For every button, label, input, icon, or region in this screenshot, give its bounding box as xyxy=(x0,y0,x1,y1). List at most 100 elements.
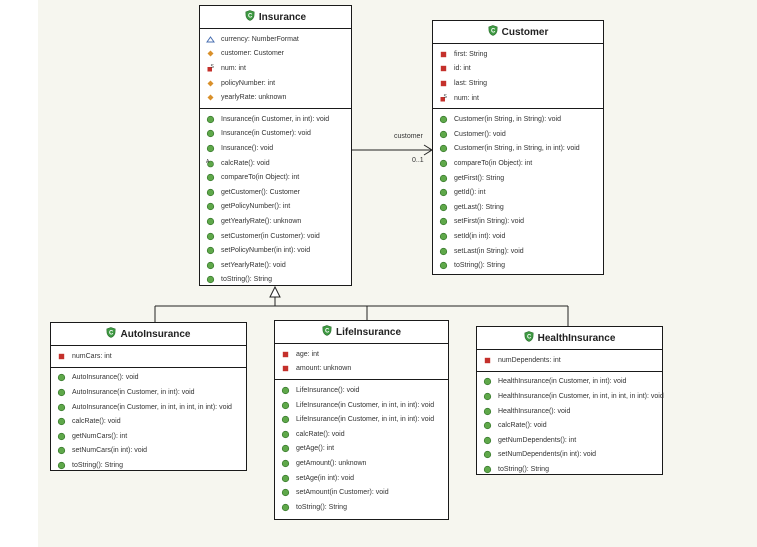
field-row[interactable]: age: int xyxy=(275,347,448,362)
method-row[interactable]: calcRate(): void xyxy=(477,418,662,433)
fields-section: numDependents: int xyxy=(477,350,662,372)
method-row[interactable]: toString(): String xyxy=(51,458,246,473)
method-row[interactable]: toString(): String xyxy=(200,273,351,288)
method-row[interactable]: setNumDependents(in int): void xyxy=(477,448,662,463)
public-method-icon xyxy=(57,461,66,470)
svg-text:A: A xyxy=(206,159,210,165)
field-text: age: int xyxy=(296,350,319,358)
method-row[interactable]: setYearlyRate(): void xyxy=(200,258,351,273)
method-row[interactable]: AutoInsurance(in Customer, in int): void xyxy=(51,385,246,400)
method-text: toString(): String xyxy=(221,276,272,284)
method-row[interactable]: setLast(in String): void xyxy=(433,244,603,259)
method-row[interactable]: Insurance(): void xyxy=(200,141,351,156)
method-row[interactable]: Insurance(in Customer, in int): void xyxy=(200,112,351,127)
public-method-icon xyxy=(483,421,492,430)
fields-section: numCars: int xyxy=(51,346,246,368)
method-row[interactable]: setId(in int): void xyxy=(433,229,603,244)
class-header[interactable]: C Customer xyxy=(433,21,603,44)
method-text: HealthInsurance(in Customer, in int, in … xyxy=(498,392,664,400)
field-row[interactable]: S num: int xyxy=(433,91,603,106)
public-method-icon xyxy=(206,261,215,270)
class-customer[interactable]: C Customer first: String id: int last: S… xyxy=(432,20,604,275)
class-name: Customer xyxy=(501,26,549,38)
field-row[interactable]: S num: int xyxy=(200,61,351,76)
method-row[interactable]: calcRate(): void xyxy=(275,427,448,442)
public-method-icon xyxy=(439,217,448,226)
method-row[interactable]: setFirst(in String): void xyxy=(433,215,603,230)
method-text: calcRate(): void xyxy=(498,422,547,430)
class-header[interactable]: C AutoInsurance xyxy=(51,323,246,346)
method-row[interactable]: getId(): int xyxy=(433,185,603,200)
method-row[interactable]: compareTo(in Object): int xyxy=(433,156,603,171)
public-method-icon xyxy=(281,430,290,439)
public-method-icon xyxy=(281,503,290,512)
method-row[interactable]: LifeInsurance(in Customer, in int, in in… xyxy=(275,412,448,427)
method-text: calcRate(): void xyxy=(72,418,121,426)
method-row[interactable]: LifeInsurance(in Customer, in int, in in… xyxy=(275,398,448,413)
method-row[interactable]: LifeInsurance(): void xyxy=(275,383,448,398)
class-header[interactable]: C LifeInsurance xyxy=(275,321,448,344)
method-row[interactable]: getNumCars(): int xyxy=(51,429,246,444)
method-row[interactable]: A calcRate(): void xyxy=(200,156,351,171)
method-row[interactable]: getAmount(): unknown xyxy=(275,456,448,471)
method-row[interactable]: HealthInsurance(in Customer, in int, in … xyxy=(477,389,664,404)
method-row[interactable]: Customer(in String, in String, in int): … xyxy=(433,142,603,157)
method-row[interactable]: toString(): String xyxy=(477,462,662,477)
method-row[interactable]: setPolicyNumber(in int): void xyxy=(200,243,351,258)
method-row[interactable]: Insurance(in Customer): void xyxy=(200,127,351,142)
method-row[interactable]: setCustomer(in Customer): void xyxy=(200,229,351,244)
method-row[interactable]: compareTo(in Object): int xyxy=(200,170,351,185)
method-row[interactable]: HealthInsurance(): void xyxy=(477,404,662,419)
method-text: setNumCars(in int): void xyxy=(72,447,148,455)
method-row[interactable]: HealthInsurance(in Customer, in int): vo… xyxy=(477,375,662,390)
method-text: getAge(): int xyxy=(296,445,335,453)
class-name: LifeInsurance xyxy=(335,326,402,338)
public-method-icon xyxy=(439,130,448,139)
method-text: getId(): int xyxy=(454,189,486,197)
field-row[interactable]: id: int xyxy=(433,62,603,77)
field-row[interactable]: customer: Customer xyxy=(200,47,351,62)
method-text: getCustomer(): Customer xyxy=(221,188,300,196)
field-text: last: String xyxy=(454,79,488,87)
method-row[interactable]: AutoInsurance(): void xyxy=(51,371,246,386)
svg-text:C: C xyxy=(491,28,496,34)
method-row[interactable]: getFirst(): String xyxy=(433,171,603,186)
class-header[interactable]: C HealthInsurance xyxy=(477,327,662,350)
field-text: first: String xyxy=(454,50,488,58)
field-text: currency: NumberFormat xyxy=(221,35,299,43)
method-row[interactable]: getYearlyRate(): unknown xyxy=(200,214,351,229)
method-text: toString(): String xyxy=(498,465,549,473)
field-row[interactable]: numDependents: int xyxy=(477,353,662,368)
method-row[interactable]: Customer(in String, in String): void xyxy=(433,112,603,127)
field-row[interactable]: yearlyRate: unknown xyxy=(200,90,351,105)
field-row[interactable]: policyNumber: int xyxy=(200,76,351,91)
field-row[interactable]: currency: NumberFormat xyxy=(200,32,351,47)
method-row[interactable]: getCustomer(): Customer xyxy=(200,185,351,200)
field-text: customer: Customer xyxy=(221,50,285,58)
field-row[interactable]: last: String xyxy=(433,76,603,91)
method-row[interactable]: getPolicyNumber(): int xyxy=(200,200,351,215)
method-row[interactable]: Customer(): void xyxy=(433,127,603,142)
method-text: Insurance(in Customer, in int): void xyxy=(221,115,330,123)
method-row[interactable]: getLast(): String xyxy=(433,200,603,215)
class-auto-insurance[interactable]: C AutoInsurance numCars: int AutoInsuran… xyxy=(50,322,247,471)
field-row[interactable]: first: String xyxy=(433,47,603,62)
field-row[interactable]: amount: unknown xyxy=(275,362,448,377)
method-row[interactable]: calcRate(): void xyxy=(51,414,246,429)
method-row[interactable]: AutoInsurance(in Customer, in int, in in… xyxy=(51,400,246,415)
method-text: toString(): String xyxy=(72,461,123,469)
method-row[interactable]: getNumDependents(): int xyxy=(477,433,662,448)
method-row[interactable]: toString(): String xyxy=(433,258,603,273)
field-text: id: int xyxy=(454,65,471,73)
method-row[interactable]: setNumCars(in int): void xyxy=(51,444,246,459)
method-row[interactable]: getAge(): int xyxy=(275,442,448,457)
class-insurance[interactable]: C Insurance currency: NumberFormat custo… xyxy=(199,5,352,286)
method-row[interactable]: toString(): String xyxy=(275,500,448,515)
class-header[interactable]: C Insurance xyxy=(200,6,351,29)
class-health-insurance[interactable]: C HealthInsurance numDependents: int Hea… xyxy=(476,326,664,477)
private-field-icon xyxy=(281,364,290,373)
class-life-insurance[interactable]: C LifeInsurance age: int amount: unknown… xyxy=(274,320,449,520)
field-row[interactable]: numCars: int xyxy=(51,349,246,364)
method-row[interactable]: setAmount(in Customer): void xyxy=(275,485,448,500)
method-row[interactable]: setAge(in int): void xyxy=(275,471,448,486)
